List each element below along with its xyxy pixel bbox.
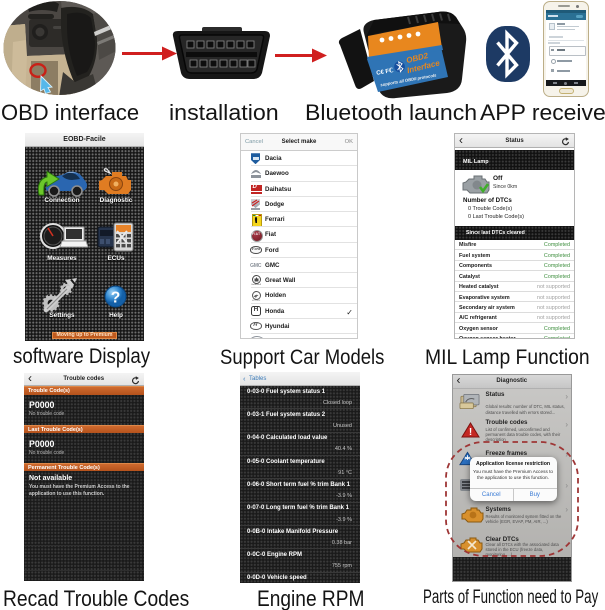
svg-text:?: ?	[111, 289, 121, 306]
svg-text:C€ Fℂ: C€ Fℂ	[376, 67, 394, 77]
svg-text:!: !	[468, 427, 471, 438]
